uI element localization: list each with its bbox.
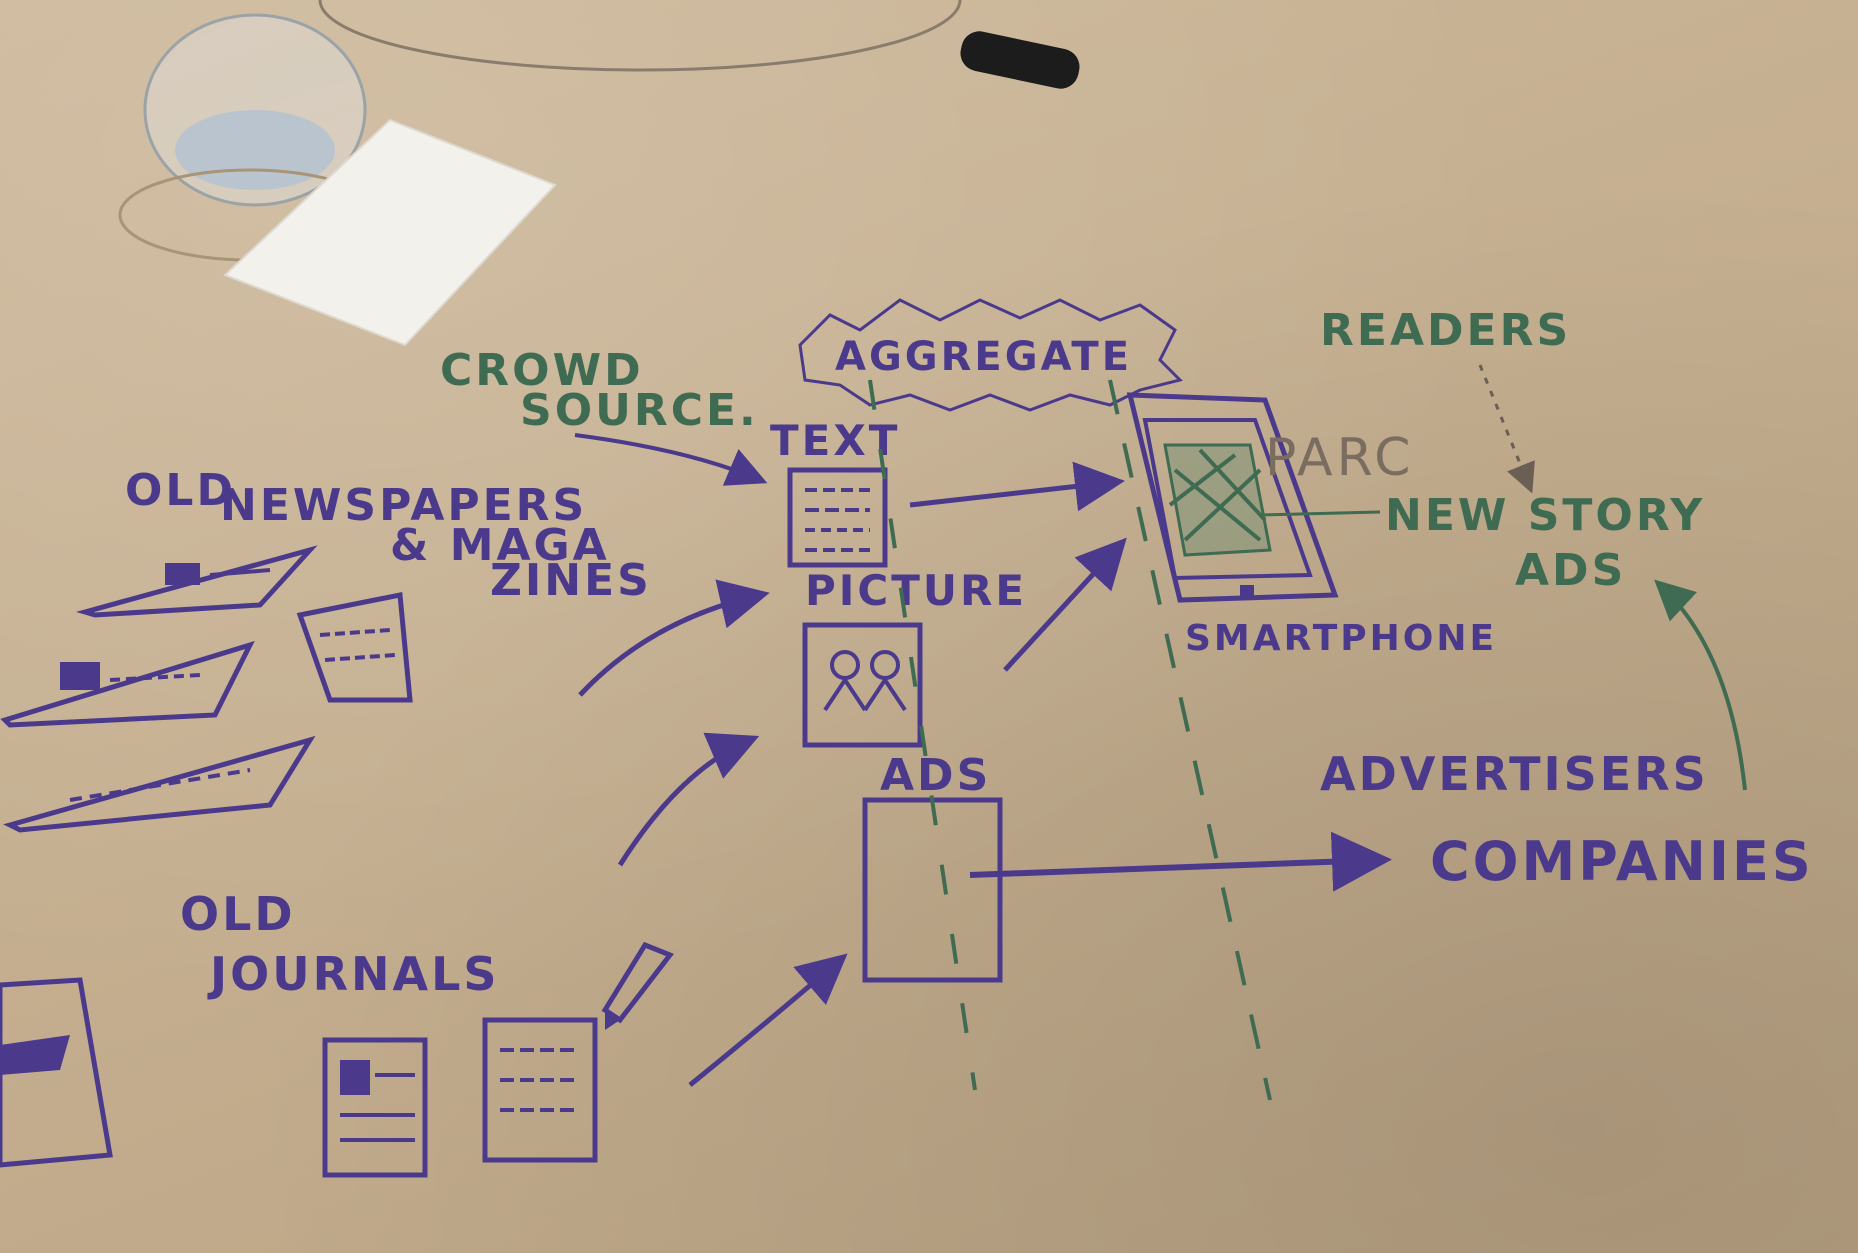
text-document-icon — [787, 467, 888, 568]
pencil-icon — [601, 941, 674, 1030]
ads-center-label: ADS — [880, 750, 991, 801]
ads-right-label: ADS — [1515, 545, 1626, 596]
marker-cap-icon — [960, 31, 1080, 89]
journals-label: JOURNALS — [207, 947, 500, 1001]
newspaper-stack-icon — [0, 545, 413, 833]
source-label: SOURCE. — [520, 385, 759, 436]
readers-dotted-arrow — [1478, 364, 1535, 494]
crowd-label: CROWD — [440, 345, 644, 396]
note-card — [223, 118, 557, 347]
smartphone-icon — [1126, 392, 1339, 603]
old-newspapers-label: OLD — [125, 465, 236, 516]
and-maga-label: & MAGA — [390, 520, 610, 571]
crowd-arrow — [574, 433, 768, 486]
newspapers-label: NEWSPAPERS — [220, 480, 587, 531]
companies-to-ads-arrow — [1654, 579, 1747, 791]
top-circle-drawing — [318, 0, 962, 72]
journal-icons — [0, 977, 598, 1178]
ads-to-companies-arrow — [969, 831, 1392, 892]
text-to-phone-arrow — [909, 461, 1125, 512]
smartphone-label: SMARTPHONE — [1185, 618, 1497, 659]
ads-box — [862, 797, 1003, 983]
picture-label: PICTURE — [805, 566, 1027, 615]
zines-label: ZINES — [490, 555, 652, 606]
companies-label: COMPANIES — [1430, 830, 1814, 893]
journals-to-ads-arrow — [688, 953, 848, 1087]
readers-label: READERS — [1320, 305, 1571, 356]
divider-line-1 — [868, 379, 977, 1091]
divider-line-2 — [1108, 379, 1272, 1101]
parc-label: PARC — [1265, 428, 1414, 488]
aggregate-burst: AGGREGATE — [798, 298, 1183, 412]
aggregate-label: AGGREGATE — [835, 334, 1132, 380]
picture-icon — [802, 622, 923, 748]
picture-to-phone-arrow — [1003, 537, 1127, 672]
old-journals-label: OLD — [180, 887, 296, 941]
newspapers-to-picture-arrow — [578, 579, 770, 697]
text-label: TEXT — [770, 416, 900, 465]
journals-to-picture-arrow — [617, 732, 760, 867]
advertisers-label: ADVERTISERS — [1320, 747, 1709, 801]
phone-to-story-line — [1259, 510, 1381, 517]
new-story-label: NEW STORY — [1385, 490, 1705, 541]
table-objects — [118, 0, 1080, 347]
